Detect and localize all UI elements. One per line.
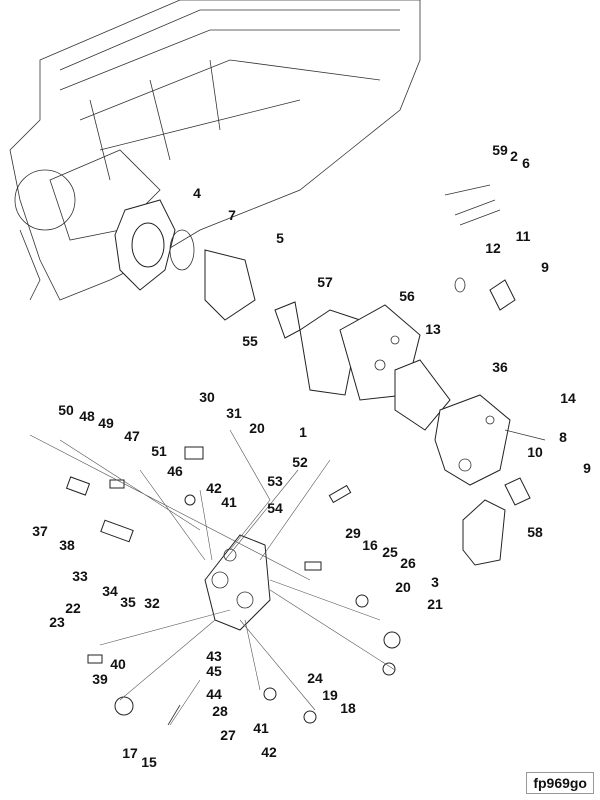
callout-label: 48 — [79, 408, 95, 424]
callout-label: 2 — [510, 148, 518, 164]
callout-label: 35 — [120, 594, 136, 610]
callout-label: 1 — [299, 424, 307, 440]
callout-label: 34 — [102, 583, 118, 599]
callout-label: 38 — [59, 537, 75, 553]
fitting-9-lower — [504, 477, 531, 506]
callout-label: 41 — [221, 494, 237, 510]
fitting-9-upper — [489, 279, 516, 311]
callout-label: 4 — [193, 185, 201, 201]
gasket-13 — [394, 359, 451, 431]
callout-label: 3 — [431, 574, 439, 590]
callout-label: 53 — [267, 473, 283, 489]
callout-label: 20 — [249, 420, 265, 436]
callout-label: 45 — [206, 663, 222, 679]
callout-label: 43 — [206, 648, 222, 664]
o-ring-12 — [454, 277, 466, 293]
callout-label: 56 — [399, 288, 415, 304]
figure-id-label: fp969go — [526, 772, 594, 794]
callout-label: 40 — [110, 656, 126, 672]
callout-label: 12 — [485, 240, 501, 256]
callout-label: 15 — [141, 754, 157, 770]
callout-label: 6 — [522, 155, 530, 171]
callout-label: 51 — [151, 443, 167, 459]
callout-label: 58 — [527, 524, 543, 540]
callout-label: 18 — [340, 700, 356, 716]
callout-label: 7 — [228, 207, 236, 223]
callout-label: 17 — [122, 745, 138, 761]
hub-57 — [274, 301, 301, 339]
leader-lines — [29, 429, 396, 726]
callout-label: 41 — [253, 720, 269, 736]
callout-label: 27 — [220, 727, 236, 743]
callout-label: 52 — [292, 454, 308, 470]
callout-label: 42 — [206, 480, 222, 496]
callout-label: 11 — [515, 228, 531, 244]
gasket-5 — [204, 249, 256, 321]
bolts — [444, 184, 546, 441]
callout-label: 5 — [276, 230, 284, 246]
callout-label: 47 — [124, 428, 140, 444]
callout-label: 22 — [65, 600, 81, 616]
callout-label: 36 — [492, 359, 508, 375]
callout-label: 24 — [307, 670, 323, 686]
callout-label: 50 — [58, 402, 74, 418]
callout-label: 55 — [242, 333, 258, 349]
callout-label: 46 — [167, 463, 183, 479]
callout-label: 9 — [541, 259, 549, 275]
callout-label: 54 — [267, 500, 283, 516]
callout-label: 31 — [226, 405, 242, 421]
callout-label: 44 — [206, 686, 222, 702]
callout-label: 19 — [322, 687, 338, 703]
callout-label: 10 — [527, 444, 543, 460]
callout-label: 57 — [317, 274, 333, 290]
callout-label: 20 — [395, 579, 411, 595]
callout-label: 42 — [261, 744, 277, 760]
callout-label: 39 — [92, 671, 108, 687]
small-parts — [65, 446, 401, 726]
callout-label: 9 — [583, 460, 591, 476]
callout-label: 33 — [72, 568, 88, 584]
o-ring-7 — [169, 229, 195, 271]
housing — [114, 199, 176, 291]
callout-label: 16 — [362, 537, 378, 553]
callout-label: 37 — [32, 523, 48, 539]
callout-label: 30 — [199, 389, 215, 405]
callout-label: 13 — [425, 321, 441, 337]
callout-label: 25 — [382, 544, 398, 560]
engine-block — [9, 0, 421, 301]
callout-label: 59 — [492, 142, 508, 158]
bracket — [462, 499, 506, 566]
callout-label: 49 — [98, 415, 114, 431]
callout-label: 23 — [49, 614, 65, 630]
pump-head — [434, 394, 511, 486]
callout-label: 32 — [144, 595, 160, 611]
callout-label: 8 — [559, 429, 567, 445]
manifold-block — [204, 534, 271, 631]
callout-label: 29 — [345, 525, 361, 541]
callout-label: 14 — [560, 390, 576, 406]
callout-label: 26 — [400, 555, 416, 571]
callout-label: 28 — [212, 703, 228, 719]
callout-label: 21 — [427, 596, 443, 612]
